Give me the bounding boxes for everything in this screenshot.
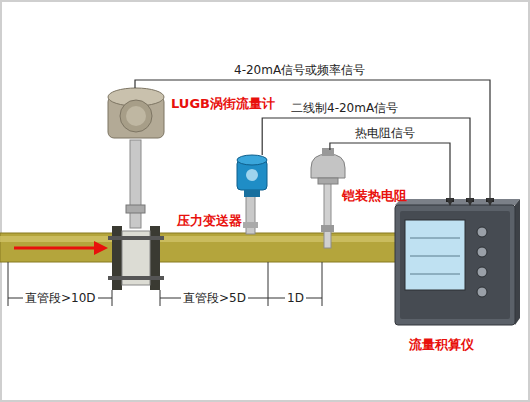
dimension-label: 直管段>10D	[23, 291, 98, 305]
signal-line	[262, 118, 470, 205]
signal-line	[135, 80, 490, 205]
flow-integrator-illustration	[395, 198, 520, 325]
signal-label: 二线制4-20mA信号	[289, 101, 400, 115]
dimension-label: 1D	[285, 291, 306, 305]
signal-label: 4-20mA信号或频率信号	[232, 63, 367, 77]
device-label: 铠装热电阻	[342, 188, 407, 204]
rtd-node: 铠装热电阻	[309, 150, 347, 186]
vortex-flowmeter-illustration	[108, 88, 164, 290]
device-label: LUGB涡街流量计	[171, 96, 275, 112]
signal-line	[330, 143, 450, 205]
signal-label: 热电阻信号	[353, 126, 417, 140]
rtd-illustration	[311, 148, 345, 248]
dimension-label: 直管段>5D	[181, 291, 248, 305]
device-label: 压力变送器	[177, 213, 242, 229]
integrator-node: 流量积算仪	[395, 205, 515, 325]
pressure-transmitter-node: 压力变送器	[235, 155, 269, 199]
flow-arrow	[14, 241, 108, 255]
flowmeter-node: LUGB涡街流量计	[105, 88, 165, 142]
dimension-lines	[8, 262, 322, 306]
device-label: 流量积算仪	[409, 337, 474, 353]
